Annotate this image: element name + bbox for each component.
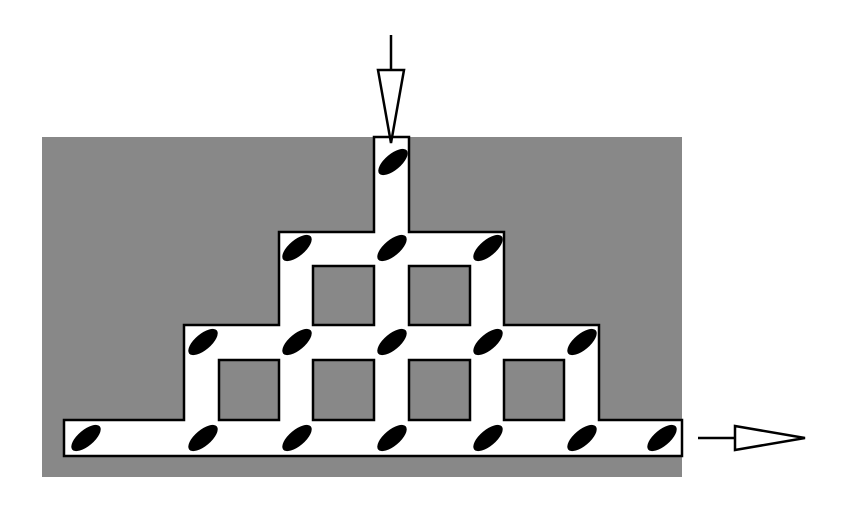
particle xyxy=(378,148,408,176)
particle xyxy=(71,424,101,452)
obstacle xyxy=(502,358,566,422)
obstacles xyxy=(217,264,566,422)
particle xyxy=(567,424,597,452)
particle xyxy=(377,234,407,262)
particle xyxy=(647,424,677,452)
particle xyxy=(473,328,503,356)
particle xyxy=(473,234,503,262)
particle xyxy=(377,424,407,452)
particle xyxy=(188,424,218,452)
obstacle xyxy=(407,358,472,422)
particle xyxy=(188,328,218,356)
particles xyxy=(71,148,677,452)
particle xyxy=(377,328,407,356)
obstacle xyxy=(217,358,281,422)
outlet-arrow-icon xyxy=(698,424,806,452)
obstacle xyxy=(407,264,472,327)
particle xyxy=(567,328,597,356)
inlet-arrow-icon xyxy=(376,35,406,144)
obstacle xyxy=(311,358,376,422)
particle xyxy=(473,424,503,452)
particle xyxy=(282,234,312,262)
particle xyxy=(282,328,312,356)
obstacle xyxy=(311,264,376,327)
particle xyxy=(282,424,312,452)
